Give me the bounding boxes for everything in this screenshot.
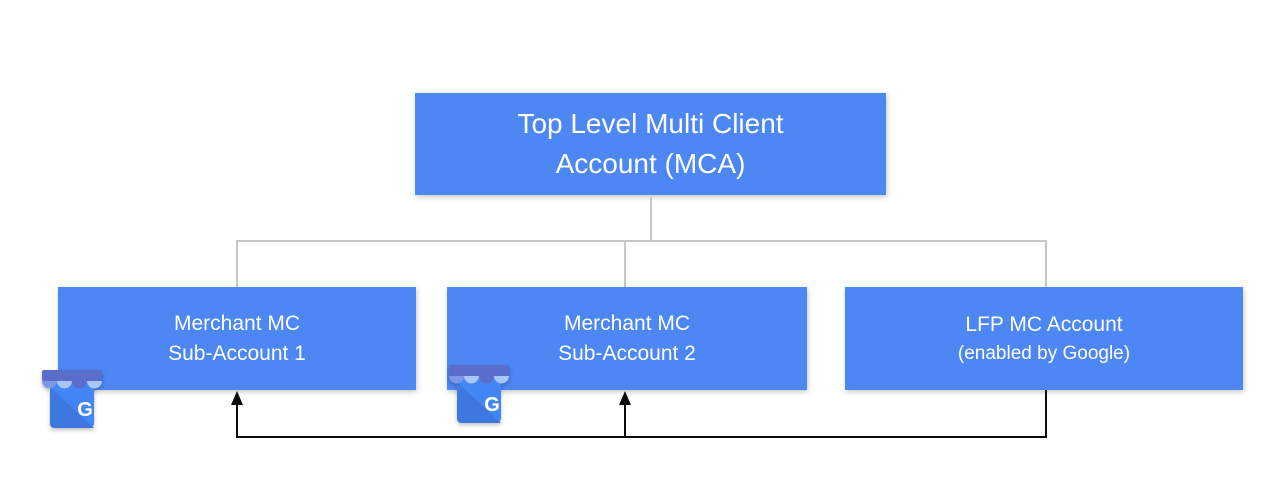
connector-drop-sub1 <box>236 240 238 287</box>
icon-g-letter: G <box>77 399 93 421</box>
google-business-profile-icon: G <box>449 365 509 423</box>
connector-top-stem <box>650 196 652 242</box>
node-sub1-line1: Merchant MC <box>173 311 301 335</box>
icon-g-letter: G <box>484 394 500 416</box>
node-sub1-line2: Sub-Account 1 <box>168 341 306 365</box>
node-top-level-mca-line1: Top Level Multi Client <box>517 108 784 139</box>
node-top-level-mca: Top Level Multi Client Account (MCA) <box>415 93 886 195</box>
node-sub2-line2: Sub-Account 2 <box>558 341 696 365</box>
node-sub2-line1: Merchant MC <box>563 311 691 335</box>
arrowhead-sub1-icon <box>231 391 243 405</box>
node-lfp-line2: (enabled by Google) <box>957 342 1131 364</box>
node-lfp-line1: LFP MC Account <box>965 312 1123 336</box>
connector-drop-sub2 <box>624 240 626 287</box>
arrowhead-sub2-icon <box>619 391 631 405</box>
arrow-line-horizontal <box>236 436 1047 438</box>
node-lfp-mc-account: LFP MC Account (enabled by Google) <box>845 287 1243 390</box>
arrow-line-up-sub2 <box>624 403 626 436</box>
connector-drop-lfp <box>1045 240 1047 287</box>
node-top-level-mca-line2: Account (MCA) <box>555 148 746 179</box>
node-merchant-sub-account-1: Merchant MC Sub-Account 1 <box>58 287 416 390</box>
connector-horizontal-bar <box>236 240 1047 242</box>
arrow-line-up-sub1 <box>236 403 238 436</box>
google-business-profile-icon: G <box>42 370 102 428</box>
arrow-line-lfp-down <box>1045 390 1047 438</box>
